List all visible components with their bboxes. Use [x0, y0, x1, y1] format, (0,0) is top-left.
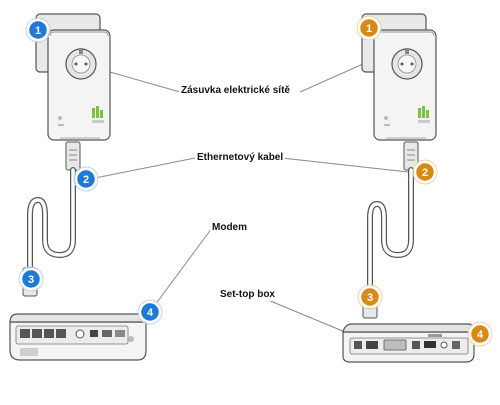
- leader-stb: [267, 299, 346, 333]
- marker-left-3: 3: [18, 266, 44, 292]
- svg-text:4: 4: [477, 329, 484, 341]
- leader-ethernet-right: [281, 157, 409, 173]
- marker-right-3: 3: [357, 284, 383, 310]
- marker-left-2: 2: [73, 166, 99, 192]
- svg-text:2: 2: [422, 167, 428, 179]
- marker-left-4: 4: [137, 299, 163, 325]
- leader-lines: [94, 59, 409, 333]
- label-modem: Modem: [210, 222, 249, 234]
- markers-left: 1 2 3 4: [18, 17, 163, 325]
- marker-right-2: 2: [412, 159, 438, 185]
- markers-right: 1 2 3 4: [356, 15, 493, 347]
- label-set-top-box: Set-top box: [218, 289, 277, 301]
- marker-right-1: 1: [356, 15, 382, 41]
- powerline-adapter-left: [35, 13, 111, 141]
- svg-text:3: 3: [367, 292, 373, 304]
- leader-modem: [154, 227, 213, 306]
- svg-text:1: 1: [35, 25, 41, 37]
- set-top-box-device: [342, 323, 475, 363]
- svg-text:2: 2: [83, 174, 89, 186]
- leader-socket-left: [109, 71, 181, 93]
- marker-right-4: 4: [467, 321, 493, 347]
- marker-left-1: 1: [25, 17, 51, 43]
- leader-socket-right: [299, 59, 373, 93]
- label-power-socket: Zásuvka elektrické sítě: [179, 85, 292, 97]
- label-ethernet-cable: Ethernetový kabel: [195, 152, 286, 164]
- svg-text:3: 3: [28, 274, 34, 286]
- modem-device: [9, 313, 147, 361]
- svg-text:1: 1: [366, 23, 372, 35]
- svg-text:4: 4: [147, 307, 154, 319]
- leader-ethernet-left: [94, 157, 196, 179]
